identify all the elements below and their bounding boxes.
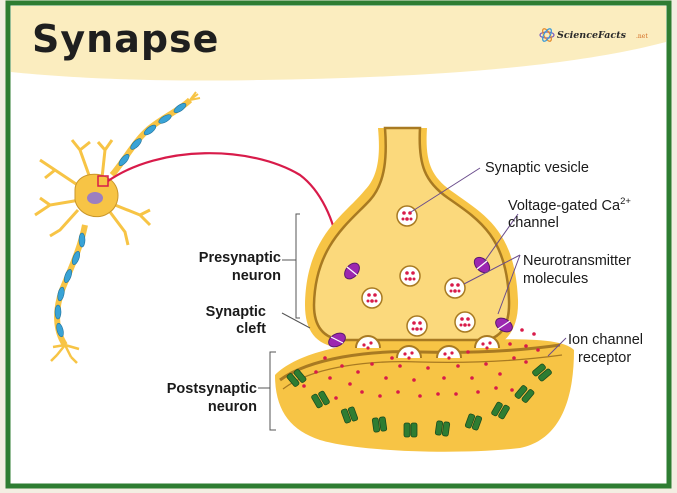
label-vgcc-text: Voltage-gated Ca <box>508 198 621 214</box>
label-vgcc-line2: channel <box>508 215 559 231</box>
logo-suffix: .net <box>636 33 648 40</box>
label-cleft-line2: cleft <box>236 321 266 337</box>
label-postsynaptic-line1: Postsynaptic <box>167 381 257 397</box>
label-synaptic-vesicle: Synaptic vesicle <box>485 160 589 176</box>
label-postsynaptic-line2: neuron <box>208 399 257 415</box>
label-vgcc: Voltage-gated Ca2+ <box>508 196 631 214</box>
nucleus <box>87 192 103 204</box>
vesicle <box>445 278 465 298</box>
label-vgcc-sup: 2+ <box>620 196 631 207</box>
label-ion-line2: receptor <box>578 350 631 366</box>
label-presynaptic-line1: Presynaptic <box>199 250 281 266</box>
label-nt-line1: Neurotransmitter <box>523 253 631 269</box>
label-ion-line1: Ion channel <box>568 332 643 348</box>
vesicle <box>400 266 420 286</box>
vesicle <box>362 288 382 308</box>
label-cleft-line1: Synaptic <box>206 304 266 320</box>
label-nt-line2: molecules <box>523 271 588 287</box>
page-title: Synapse <box>32 17 219 61</box>
vesicle <box>397 206 417 226</box>
vesicle <box>407 316 427 336</box>
label-presynaptic-line2: neuron <box>232 268 281 284</box>
logo-text: ScienceFacts <box>557 30 627 41</box>
vesicle <box>455 312 475 332</box>
